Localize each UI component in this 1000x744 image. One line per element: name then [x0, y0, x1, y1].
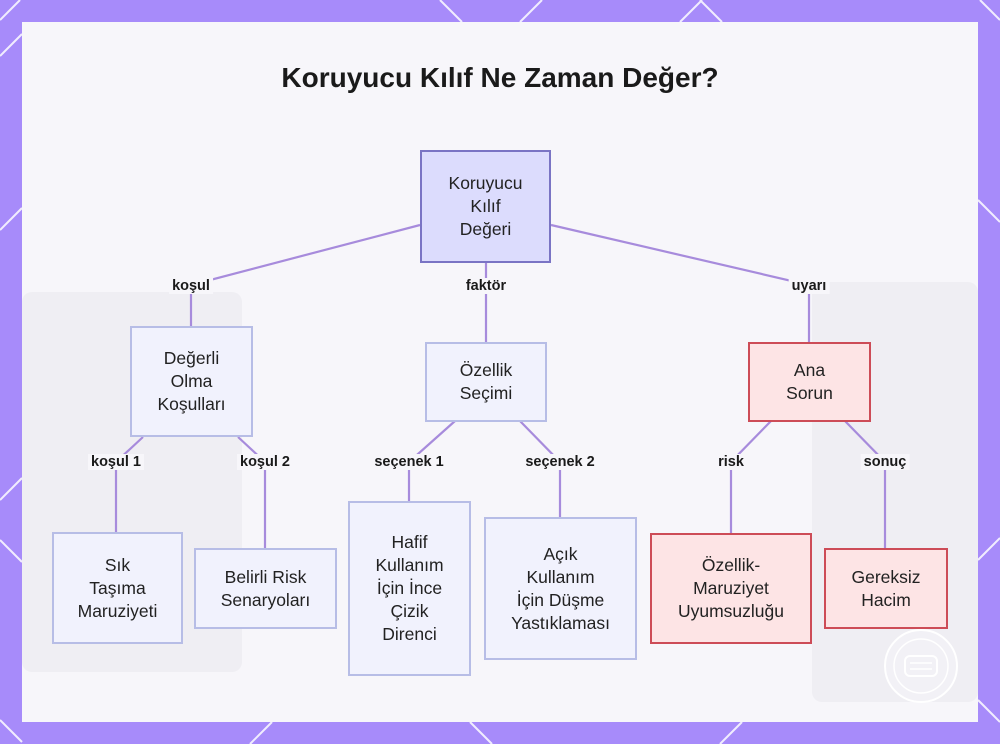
node-bulk-label: Gereksiz Hacim: [851, 566, 920, 612]
edge-label-opt-1: seçenek 1: [371, 454, 446, 470]
node-light-use-label: Hafif Kullanım İçin İnce Çizik Direnci: [375, 531, 443, 646]
node-main-issue: Ana Sorun: [748, 342, 871, 422]
node-frequent-carry-label: Sık Taşıma Maruziyeti: [78, 554, 158, 623]
node-feature-choice-label: Özellik Seçimi: [460, 359, 513, 405]
edge-label-root-conditions: koşul: [169, 278, 213, 294]
node-main-issue-label: Ana Sorun: [786, 359, 833, 405]
edge-cond-1: [116, 437, 143, 532]
edge-root-issue: [551, 225, 809, 342]
node-root: Koruyucu Kılıf Değeri: [420, 150, 551, 263]
edge-label-root-feature: faktör: [463, 278, 509, 294]
node-conditions-label: Değerli Olma Koşulları: [157, 347, 225, 416]
node-outdoor-use-label: Açık Kullanım İçin Düşme Yastıklaması: [511, 543, 610, 635]
node-bulk: Gereksiz Hacim: [824, 548, 948, 629]
node-mismatch: Özellik- Maruziyet Uyumsuzluğu: [650, 533, 812, 644]
edge-label-risk: risk: [715, 454, 747, 470]
node-frequent-carry: Sık Taşıma Maruziyeti: [52, 532, 183, 644]
node-root-label: Koruyucu Kılıf Değeri: [449, 172, 523, 241]
edge-label-root-issue: uyarı: [789, 278, 830, 294]
node-risk-scenarios: Belirli Risk Senaryoları: [194, 548, 337, 629]
edge-root-conditions: [191, 225, 420, 326]
node-mismatch-label: Özellik- Maruziyet Uyumsuzluğu: [678, 554, 784, 623]
edge-label-cond-1: koşul 1: [88, 454, 144, 470]
node-light-use: Hafif Kullanım İçin İnce Çizik Direnci: [348, 501, 471, 676]
node-risk-scenarios-label: Belirli Risk Senaryoları: [221, 566, 311, 612]
edge-label-result: sonuç: [861, 454, 910, 470]
edge-result: [845, 421, 885, 548]
node-feature-choice: Özellik Seçimi: [425, 342, 547, 422]
edge-label-opt-2: seçenek 2: [522, 454, 597, 470]
watermark-logo-icon: [883, 628, 959, 704]
edge-risk: [731, 421, 771, 533]
node-conditions: Değerli Olma Koşulları: [130, 326, 253, 437]
node-outdoor-use: Açık Kullanım İçin Düşme Yastıklaması: [484, 517, 637, 660]
edge-label-cond-2: koşul 2: [237, 454, 293, 470]
